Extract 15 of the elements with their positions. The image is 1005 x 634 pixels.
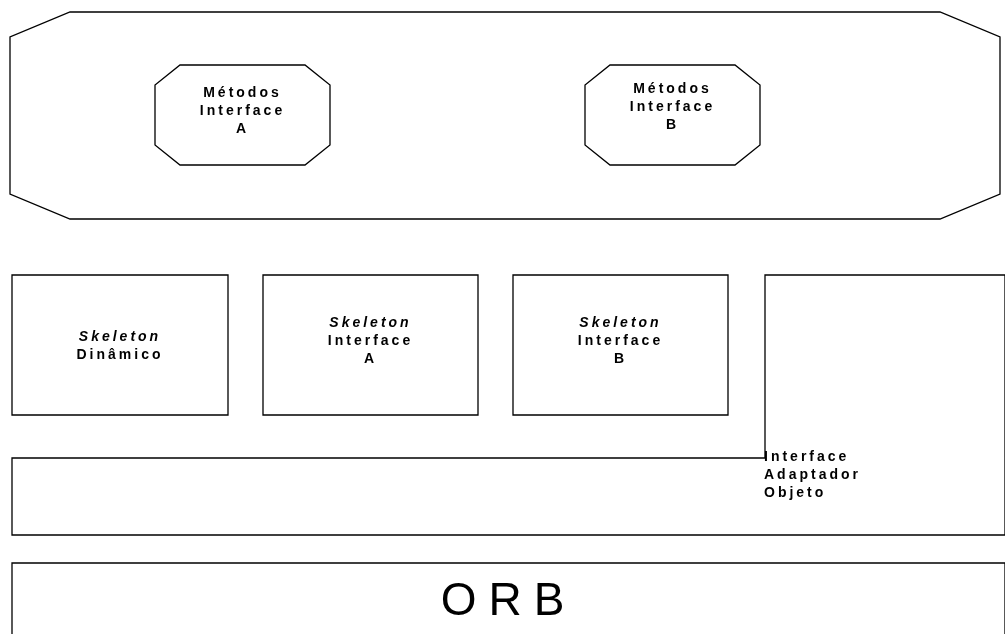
method-panel <box>155 65 330 165</box>
outer-layer-panel <box>10 12 1000 219</box>
node-label: Skeleton Dinâmico <box>76 327 164 363</box>
node-label: Interface Adaptador Objeto <box>764 447 861 501</box>
node-label: Métodos Interface B <box>629 79 716 133</box>
layer-title: ORB <box>440 573 577 625</box>
skeleton-box <box>263 275 478 415</box>
method-panel <box>585 65 760 165</box>
node-label: Métodos Interface A <box>199 83 286 137</box>
orb-bar <box>12 563 1005 634</box>
node-label: Skeleton Interface A <box>327 313 414 367</box>
adapter-panel <box>12 275 1005 535</box>
skeleton-box <box>12 275 228 415</box>
node-label: Skeleton Interface B <box>577 313 664 367</box>
skeleton-box <box>513 275 728 415</box>
